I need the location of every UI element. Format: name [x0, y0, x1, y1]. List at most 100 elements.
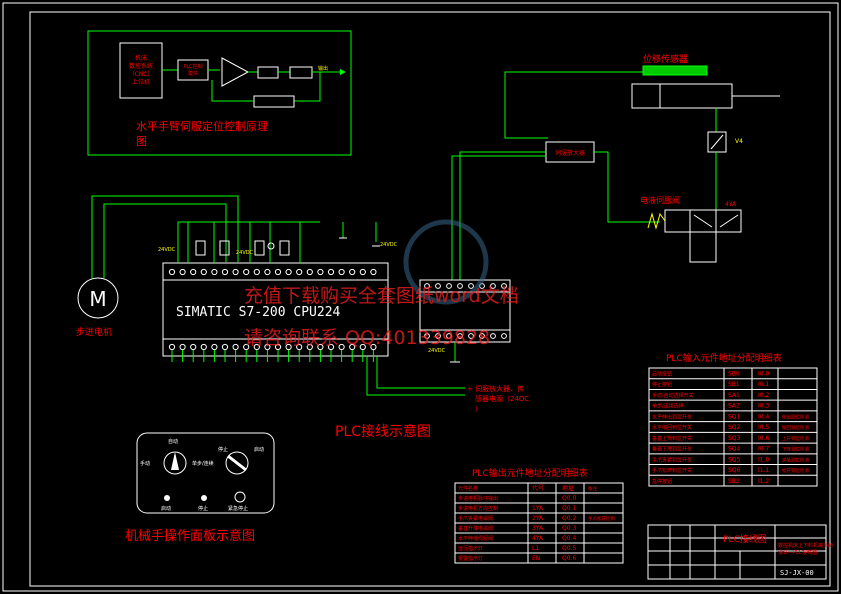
knob2-label-start: 启动	[254, 446, 264, 453]
stop-button	[201, 495, 207, 501]
table-cell: 2YA	[532, 515, 544, 522]
terminal	[435, 333, 441, 339]
terminal	[317, 343, 324, 351]
plc-wiring-diagram: M 步进电机 SIMATIC S7-200 CPU224 24VDC 24VDC…	[76, 195, 529, 440]
plc-expansion-module	[419, 279, 511, 343]
amp-wire	[594, 151, 660, 223]
terminal	[424, 283, 430, 289]
table-cell: 手爪松开控制	[588, 515, 615, 522]
output-arrow	[340, 69, 346, 75]
terminal	[190, 268, 197, 276]
terminal	[200, 268, 207, 276]
feedback-box	[253, 95, 295, 108]
operation-panel: 自动 手动 单步/连续 停止 启动 启动 停止 紧急停止 机械手操作面板示意图	[125, 432, 275, 544]
emergency-stop-button	[234, 491, 246, 503]
valve-pipe	[689, 232, 717, 263]
mode-knob-pointer	[171, 452, 179, 470]
terminal	[296, 268, 303, 276]
table-cell: I1.2	[758, 478, 769, 485]
relay-box	[254, 240, 265, 256]
cylinder-body	[631, 83, 733, 109]
table-cell: Q0.5	[562, 545, 576, 552]
terminal	[359, 343, 366, 351]
servo-amp-label: 伺服放大器	[555, 149, 585, 157]
table-cell: 备注	[588, 485, 597, 492]
table-cell: Q0.4	[562, 535, 576, 542]
table-cell: I0.3	[758, 403, 769, 410]
table-cell: 水平伸缩伺服阀	[458, 535, 493, 542]
terminal	[296, 343, 303, 351]
table-cell: I0.2	[758, 392, 769, 399]
table-cell: 垂直上升到位开关	[652, 435, 692, 442]
terminal	[221, 268, 229, 276]
terminal	[457, 283, 463, 289]
terminal	[327, 343, 335, 351]
button-label-start: 启动	[161, 505, 171, 512]
table-cell: 手爪松开到位开关	[652, 467, 692, 474]
table-cell: 手爪夹紧电磁阀	[458, 515, 493, 522]
terminal	[359, 268, 366, 276]
terminal	[468, 333, 474, 339]
terminal	[200, 343, 207, 351]
knob2-label-stop: 停止	[218, 446, 228, 453]
table-cell: 停止按钮	[652, 381, 672, 388]
terminal	[253, 268, 260, 276]
table-cell: 报警指示灯	[458, 555, 483, 562]
watermark: 充值下载购买全套图纸word文档 请咨询联系 QQ:401339828	[244, 219, 519, 349]
relay-box	[195, 240, 206, 256]
table-cell: 水平缩回到位开关	[652, 424, 692, 431]
table-cell: 单步/连续选择	[652, 403, 684, 410]
valve-spring	[647, 212, 666, 230]
table-cell: Q0.6	[562, 555, 576, 562]
relay-box	[219, 240, 230, 256]
terminal	[168, 343, 176, 351]
terminal	[457, 333, 463, 339]
table-cell: 伸出到位检测	[782, 413, 809, 420]
terminal	[317, 268, 324, 276]
sensor-wire	[504, 71, 643, 139]
table-cell: 松开到位检测	[782, 467, 809, 474]
table-cell: 1YA	[532, 505, 544, 512]
table-cell: 4YA	[532, 535, 544, 542]
terminal	[327, 268, 335, 276]
amp-wire-left2	[451, 155, 546, 280]
terminal	[338, 343, 345, 351]
terminal	[211, 343, 218, 351]
table-cell: 启动按钮	[652, 371, 672, 378]
driver-box	[289, 66, 313, 79]
table-cell: 步进电机方向控制	[458, 505, 498, 512]
amplifier-box	[257, 66, 279, 79]
plc-top-terminals	[168, 268, 377, 276]
table-cell: 地址	[562, 484, 574, 492]
terminal	[468, 283, 474, 289]
button-label-emergency: 紧急停止	[228, 505, 248, 512]
table-cell: 下降到位检测	[782, 446, 809, 453]
terminal	[501, 283, 507, 289]
table-cell: SQ4	[728, 446, 741, 453]
terminal	[221, 343, 229, 351]
watermark-logo	[403, 219, 489, 305]
amp-wire-left	[459, 151, 546, 280]
table-cell: 运行指示灯	[458, 545, 483, 552]
sensor-label: 位移传感器	[643, 53, 688, 65]
terminal	[243, 268, 250, 276]
valve-4ya-label: 4YA	[725, 201, 737, 208]
knob1-label-manual: 手动	[140, 460, 150, 467]
plc-module-label: PLC控制模块	[183, 63, 202, 77]
terminal	[338, 268, 345, 276]
plc-diagram-title: PLC接线示意图	[335, 423, 431, 440]
table-cell: 上升到位检测	[782, 435, 809, 442]
terminal	[370, 268, 377, 276]
table-cell: EN	[532, 555, 540, 562]
motor-wire	[103, 203, 227, 278]
table-cell: 缩回到位检测	[782, 424, 809, 431]
terminal	[479, 333, 485, 339]
motor-wire	[91, 195, 239, 278]
start-stop-knob	[225, 451, 249, 475]
terminal	[424, 333, 430, 339]
input-table-title: PLC输入元件地址分配明细表	[666, 352, 782, 364]
table-cell: SB2	[728, 478, 740, 485]
table-cell: 夹紧到位检测	[782, 456, 809, 463]
terminal	[253, 343, 260, 351]
